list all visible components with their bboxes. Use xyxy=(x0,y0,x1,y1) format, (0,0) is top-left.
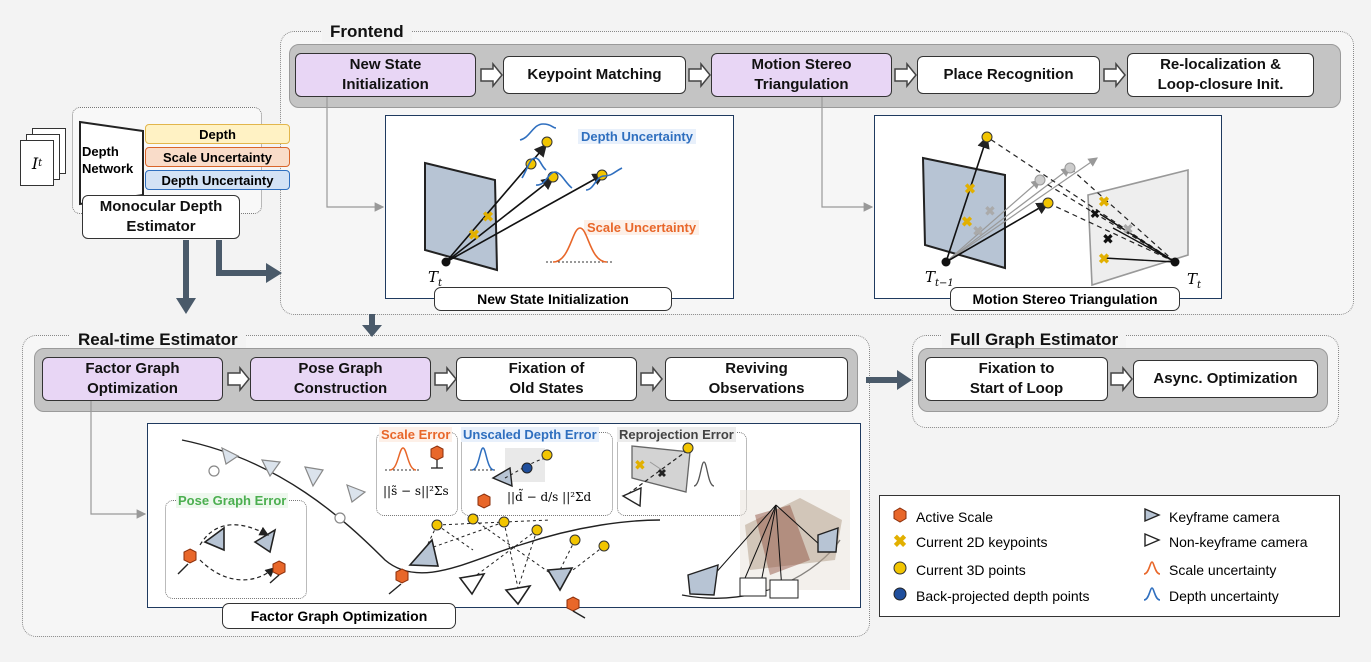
realtime-step-fixation: Fixation of Old States xyxy=(456,357,637,401)
svg-text:✖: ✖ xyxy=(468,227,480,243)
depth-uncertainty-label: Depth Uncertainty xyxy=(578,129,696,144)
motion-stereo-drawing: ✖ ✖ ✖ ✖ ✖ ✖ ✖ ✖ ✖ xyxy=(921,131,1189,287)
factor-graph-drawing: ✖ ✖ xyxy=(177,439,850,619)
monocular-depth-estimator: Monocular Depth Estimator xyxy=(82,195,240,239)
yellow-dot-icon xyxy=(892,560,908,579)
scale-error-box xyxy=(376,432,458,516)
svg-text:✖: ✖ xyxy=(1098,194,1110,210)
input-image-subscript: t xyxy=(38,157,43,169)
legend-nonkeyframe: Non-keyframe camera xyxy=(1143,532,1308,551)
cross-icon: ✖ xyxy=(892,532,908,551)
svg-text:✖: ✖ xyxy=(973,223,984,238)
fullgraph-step-async: Async. Optimization xyxy=(1133,360,1318,398)
hexagon-icon xyxy=(892,507,908,526)
legend-backprojected: Back-projected depth points xyxy=(892,586,1090,605)
svg-text:✖: ✖ xyxy=(964,181,976,197)
prev-pose-label: Tt−1 xyxy=(925,268,954,289)
nonkeyframe-camera-icon xyxy=(1143,532,1161,551)
legend-2d-keypoints: ✖Current 2D keypoints xyxy=(892,532,1048,551)
frontend-step-motion-stereo: Motion Stereo Triangulation xyxy=(711,53,892,97)
legend-keyframe: Keyframe camera xyxy=(1143,507,1279,526)
realtime-title: Real-time Estimator xyxy=(70,330,246,350)
realtime-step-reviving: Reviving Observations xyxy=(665,357,848,401)
cur-pose-label: Tt xyxy=(1187,270,1202,291)
new-state-drawing: ✖ ✖ xyxy=(424,123,623,272)
scale-uncertainty-output: Scale Uncertainty xyxy=(145,147,290,167)
frontend-step-place-recognition: Place Recognition xyxy=(917,56,1100,94)
depth-error-formula: ||d̃ − d/s ||²Σd xyxy=(507,490,592,504)
svg-text:✖: ✖ xyxy=(1123,221,1134,236)
realtime-step-factor-graph: Factor Graph Optimization xyxy=(42,357,223,401)
unscaled-depth-error-label: Unscaled Depth Error xyxy=(461,427,599,442)
fullgraph-title: Full Graph Estimator xyxy=(942,330,1127,350)
blue-dot-icon xyxy=(892,586,908,605)
legend-3d-points: Current 3D points xyxy=(892,560,1026,579)
legend-box xyxy=(879,495,1340,617)
fullgraph-step-fixation: Fixation to Start of Loop xyxy=(925,357,1108,401)
svg-text:✖: ✖ xyxy=(1103,231,1114,246)
svg-text:✖: ✖ xyxy=(635,457,646,472)
depth-network-label: Depth Network xyxy=(82,144,134,176)
svg-text:✖: ✖ xyxy=(1090,207,1100,221)
factor-graph-caption: Factor Graph Optimization xyxy=(222,603,456,629)
depth-curve-icon xyxy=(1143,586,1161,605)
svg-text:✖: ✖ xyxy=(985,203,996,218)
depth-output: Depth xyxy=(145,124,290,144)
scale-uncertainty-label: Scale Uncertainty xyxy=(584,220,700,235)
new-state-caption: New State Initialization xyxy=(434,287,672,311)
thin-connectors xyxy=(90,97,874,519)
svg-text:✖: ✖ xyxy=(961,214,973,230)
scale-error-formula: ||s̃ − s||²Σs xyxy=(383,484,449,498)
new-state-pose-label: Tt xyxy=(428,268,443,289)
realtime-step-pose-graph: Pose Graph Construction xyxy=(250,357,431,401)
thick-arrows xyxy=(176,240,912,390)
pose-graph-error-label: Pose Graph Error xyxy=(176,493,289,508)
step-arrows xyxy=(227,61,1133,393)
input-image-label: I xyxy=(31,153,39,173)
scale-curve-icon xyxy=(1143,560,1161,579)
depth-uncertainty-output: Depth Uncertainty xyxy=(145,170,290,190)
legend-scale-uncertainty: Scale uncertainty xyxy=(1143,560,1276,579)
reprojection-error-label: Reprojection Error xyxy=(617,427,736,442)
frontend-step-new-state: New State Initialization xyxy=(295,53,476,97)
scale-error-label: Scale Error xyxy=(379,427,453,442)
keyframe-camera-icon xyxy=(1143,507,1161,526)
frontend-step-relocalization: Re-localization & Loop-closure Init. xyxy=(1127,53,1314,97)
motion-stereo-caption: Motion Stereo Triangulation xyxy=(950,287,1180,311)
svg-text:✖: ✖ xyxy=(657,468,666,480)
frontend-title: Frontend xyxy=(322,22,412,42)
svg-text:✖: ✖ xyxy=(1098,251,1110,267)
frontend-step-keypoint-matching: Keypoint Matching xyxy=(503,56,686,94)
legend-active-scale: Active Scale xyxy=(892,507,993,526)
legend-depth-uncertainty: Depth uncertainty xyxy=(1143,586,1279,605)
svg-text:✖: ✖ xyxy=(482,209,494,225)
